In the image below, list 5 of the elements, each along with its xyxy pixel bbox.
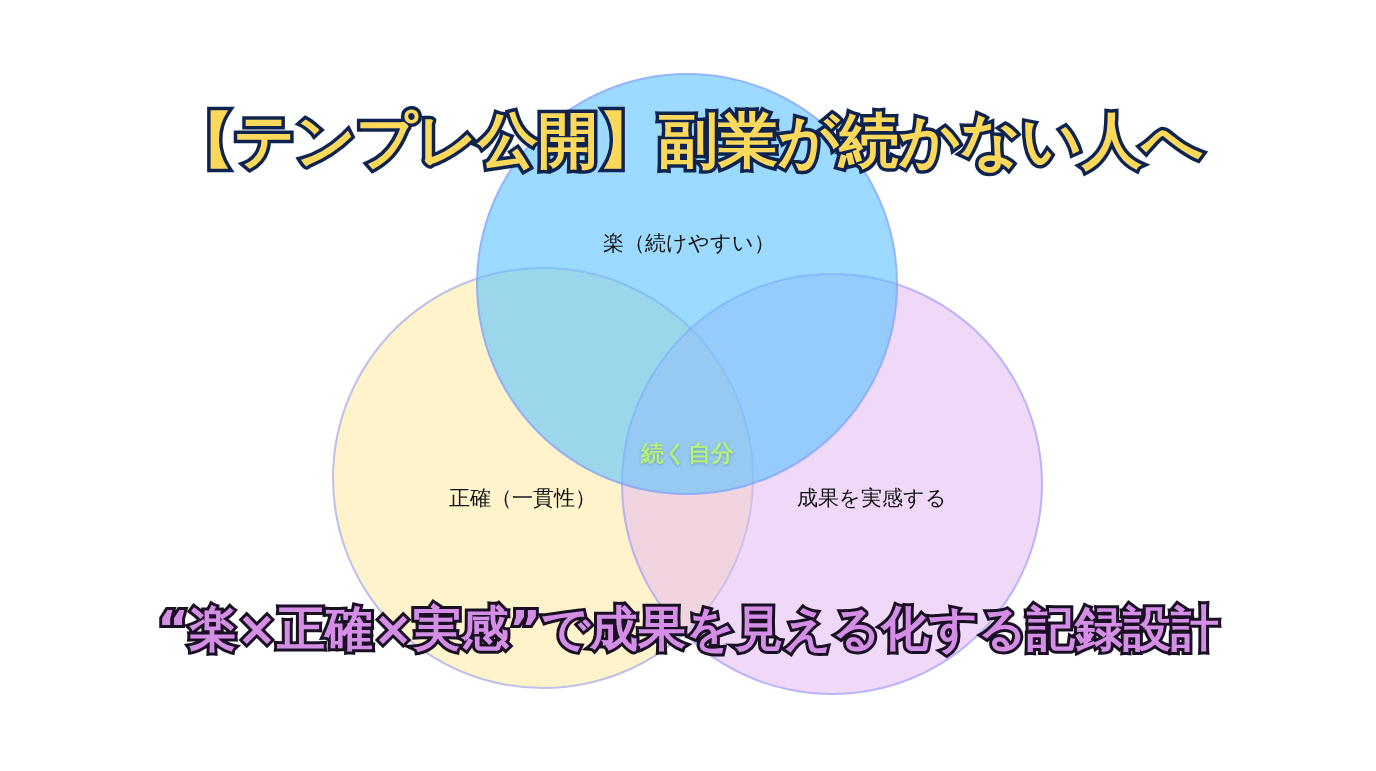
title: 【テンプレ公開】副業が続かない人へ: [172, 104, 1204, 177]
circle-label: 正確（一貫性）: [448, 485, 596, 512]
circle-label: 楽（続けやすい）: [603, 230, 775, 257]
circle-label: 成果を実感する: [797, 485, 947, 512]
center-label: 続く自分: [640, 438, 734, 468]
